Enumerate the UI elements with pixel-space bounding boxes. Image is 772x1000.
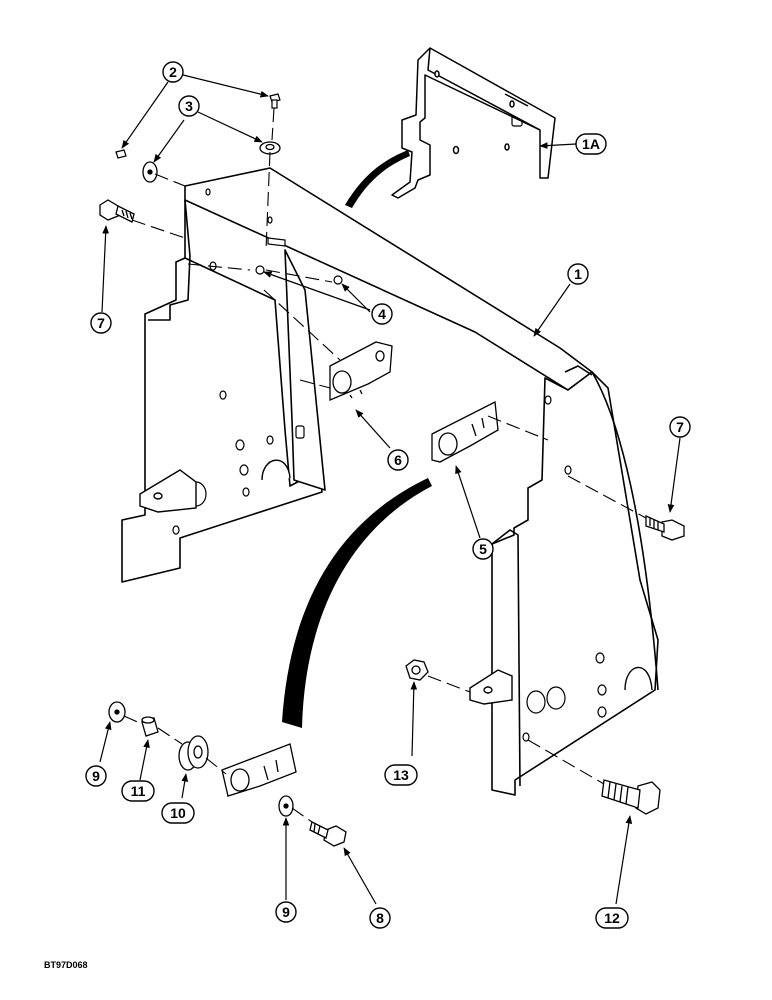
- washer-part-3-top: [259, 141, 281, 155]
- bolt-part-8: [309, 821, 347, 847]
- panel-brackets: [139, 469, 513, 705]
- callout-10: 10: [161, 802, 195, 824]
- washer-part-9-left: [108, 701, 126, 723]
- callout-7-left: 7: [90, 312, 112, 334]
- plate-part-5: [431, 400, 499, 463]
- callout-7-left-label: 7: [97, 315, 105, 331]
- callout-5-label: 5: [479, 541, 487, 557]
- callout-10-label: 10: [170, 805, 186, 821]
- bolt-part-7-right: [645, 514, 685, 541]
- panel-1a: [391, 47, 556, 199]
- plate-part-6: [329, 341, 393, 401]
- bolt-part-7-left: [99, 199, 135, 223]
- nut-part-4: [255, 265, 343, 285]
- callout-13: 13: [384, 764, 418, 786]
- callout-1a: 1A: [575, 133, 607, 155]
- callout-2: 2: [162, 61, 184, 83]
- callout-4: 4: [371, 303, 393, 325]
- callout-9-right-label: 9: [282, 904, 290, 920]
- callout-1a-label: 1A: [582, 136, 600, 152]
- callout-12: 12: [595, 907, 629, 929]
- washer-part-3-left: [142, 161, 158, 183]
- assembly-lines: [123, 107, 647, 823]
- callout-7-right-label: 7: [676, 419, 684, 435]
- grommet-part-10: [178, 735, 209, 771]
- bolt-part-12: [601, 779, 661, 815]
- callout-8-label: 8: [376, 910, 384, 926]
- callout-1-label: 1: [574, 266, 582, 282]
- callout-8: 8: [369, 907, 391, 929]
- reference-arcs: [282, 150, 432, 728]
- figure-code: BT97D068: [44, 960, 88, 970]
- callout-12-label: 12: [604, 910, 620, 926]
- spacer-part-11: [141, 716, 159, 737]
- nut-part-13: [405, 659, 429, 681]
- callout-13-label: 13: [393, 767, 409, 783]
- callout-5: 5: [472, 538, 494, 560]
- leader-arrows: [99, 73, 681, 905]
- callout-6-label: 6: [394, 452, 402, 468]
- panel-notches: [261, 459, 653, 691]
- callout-6: 6: [387, 449, 409, 471]
- callout-11-label: 11: [131, 783, 146, 799]
- callout-9-left-label: 9: [92, 768, 100, 784]
- callout-9-right: 9: [275, 901, 297, 923]
- washer-part-9-right: [278, 795, 294, 817]
- callout-11: 11: [121, 780, 155, 802]
- callout-4-label: 4: [378, 306, 386, 322]
- callout-3-label: 3: [185, 98, 193, 114]
- callout-7-right: 7: [669, 416, 691, 438]
- plate-part-stack: [221, 743, 297, 797]
- callout-2-label: 2: [169, 64, 177, 80]
- callout-1: 1: [567, 263, 589, 285]
- panel-holes: [172, 188, 607, 742]
- screw-part-2-left: [115, 149, 127, 159]
- callout-3: 3: [178, 95, 200, 117]
- callout-9-left: 9: [85, 765, 107, 787]
- screw-part-2-top: [269, 93, 281, 109]
